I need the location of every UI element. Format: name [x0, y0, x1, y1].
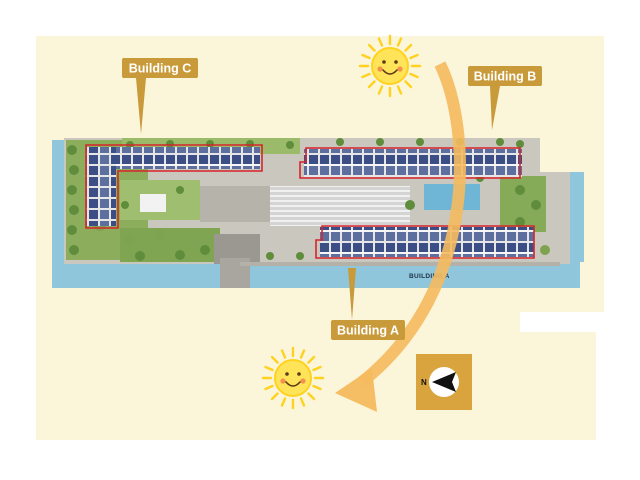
building-c-footprint [85, 144, 263, 229]
tag-building-b-text: Building B [474, 70, 537, 84]
building-c-left-block [86, 147, 116, 226]
tag-building-b-pointer [490, 86, 500, 130]
building-a-outline [315, 225, 535, 259]
tag-building-b-bg [468, 66, 542, 86]
tag-building-a: Building A [331, 268, 405, 340]
plaza-stripes [270, 186, 410, 226]
building-b-block [304, 149, 522, 177]
canal-water-left [52, 140, 66, 270]
curved-arrow-icon [335, 61, 466, 412]
smiling-sun-icon [261, 346, 325, 410]
tag-building-a-text: Building A [337, 324, 399, 338]
compass-north-label: N [421, 378, 427, 387]
building-c-top-block [90, 147, 260, 169]
smiling-sun-icon [358, 34, 422, 98]
tag-building-a-bg [331, 320, 405, 340]
site-label-building-a: BUILDING A [409, 273, 450, 280]
building-b-outline [299, 147, 521, 179]
canal-water [52, 262, 580, 288]
compass-north-icon: N [416, 354, 472, 410]
white-gap [520, 312, 610, 332]
tag-building-b: Building B [468, 66, 542, 130]
pavilion [140, 194, 166, 212]
building-a-footprint [315, 225, 535, 259]
road-edge-bottom [240, 262, 560, 266]
building-b-footprint [299, 147, 522, 179]
tag-building-a-pointer [348, 268, 356, 320]
building-a-block [320, 227, 534, 257]
compass-needle [432, 372, 456, 392]
tag-building-c: Building C [122, 58, 198, 134]
tag-building-c-text: Building C [129, 62, 192, 76]
tag-building-c-pointer [136, 78, 146, 134]
building-c-outline [85, 144, 263, 229]
tag-building-c-bg [122, 58, 198, 78]
